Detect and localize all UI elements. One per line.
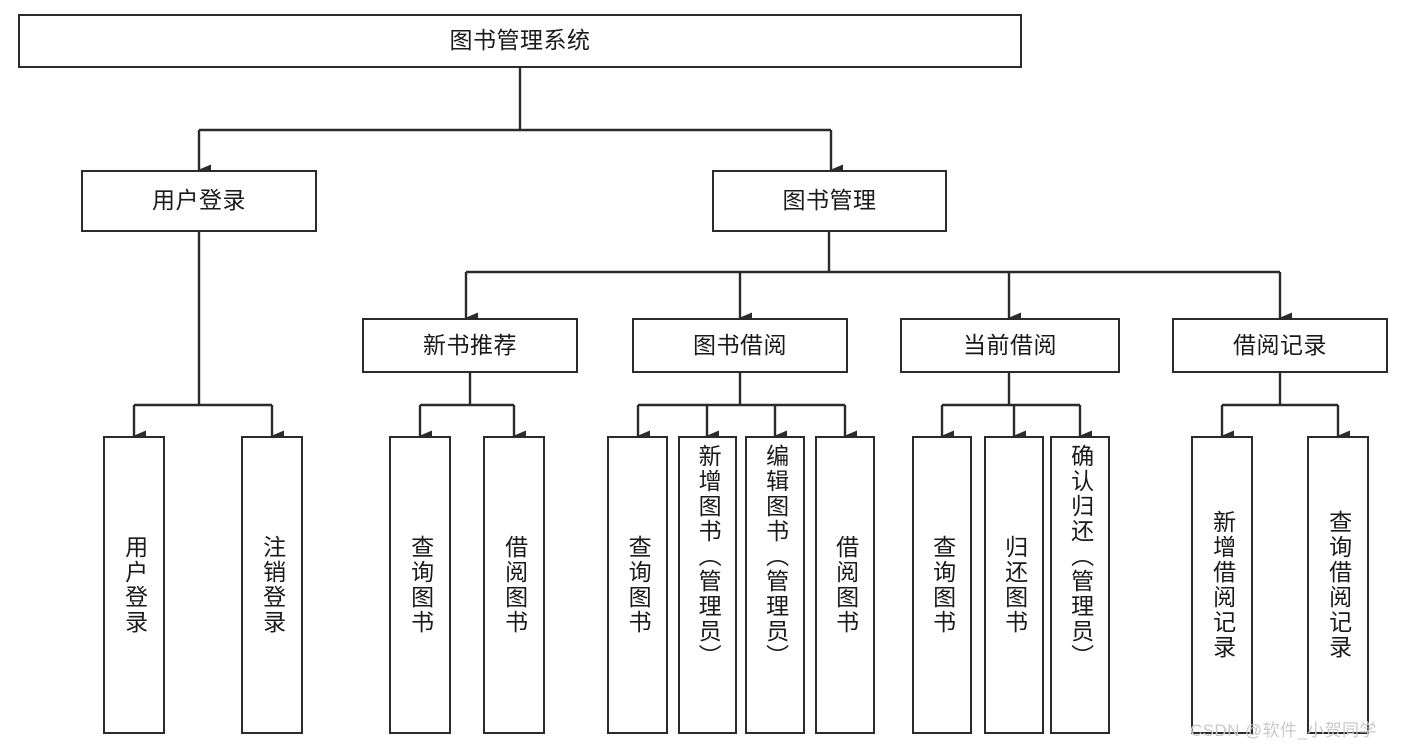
node-borrow-record[interactable]: 借阅记录	[1172, 318, 1388, 373]
node-label: 归还图书	[1001, 535, 1028, 635]
node-label: 借阅记录	[1233, 331, 1327, 358]
node-label: 查询借阅记录	[1325, 510, 1352, 660]
node-label: 当前借阅	[963, 331, 1057, 358]
node-label: 查询图书	[625, 535, 652, 635]
node-leaf-user-logout[interactable]: 注销登录	[241, 436, 303, 734]
node-leaf-edit-book[interactable]: 编辑图书（管理员）	[745, 436, 805, 734]
node-label: 编辑图书（管理员）	[762, 444, 789, 669]
node-label: 查询图书	[929, 535, 956, 635]
node-label: 确认归还（管理员）	[1067, 444, 1094, 669]
node-leaf-return-book[interactable]: 归还图书	[984, 436, 1044, 734]
node-label: 图书借阅	[693, 331, 787, 358]
node-leaf-query-book-3[interactable]: 查询图书	[912, 436, 972, 734]
node-label: 注销登录	[259, 535, 286, 635]
node-user-login[interactable]: 用户登录	[81, 170, 317, 232]
node-label: 查询图书	[407, 535, 434, 635]
node-leaf-borrow-book-2[interactable]: 借阅图书	[815, 436, 875, 734]
node-label: 用户登录	[121, 535, 148, 635]
node-book-borrow[interactable]: 图书借阅	[632, 318, 848, 373]
node-label: 用户登录	[152, 187, 246, 214]
node-leaf-query-book-2[interactable]: 查询图书	[607, 436, 668, 734]
node-new-book-recommend[interactable]: 新书推荐	[362, 318, 578, 373]
node-current-borrow[interactable]: 当前借阅	[900, 318, 1120, 373]
node-book-management[interactable]: 图书管理	[712, 170, 947, 232]
node-leaf-add-book[interactable]: 新增图书（管理员）	[678, 436, 737, 734]
csdn-watermark: CSDN @软件_小贺同学	[1190, 721, 1377, 740]
node-root-system[interactable]: 图书管理系统	[18, 14, 1022, 68]
node-label: 新增图书（管理员）	[695, 444, 722, 669]
node-leaf-user-login[interactable]: 用户登录	[103, 436, 165, 734]
node-label: 图书管理系统	[449, 27, 591, 54]
node-leaf-add-record[interactable]: 新增借阅记录	[1191, 436, 1253, 734]
node-leaf-query-record[interactable]: 查询借阅记录	[1307, 436, 1369, 734]
node-label: 新增借阅记录	[1209, 510, 1236, 660]
node-label: 图书管理	[782, 187, 877, 214]
node-label: 新书推荐	[423, 331, 517, 358]
node-label: 借阅图书	[501, 535, 528, 635]
node-leaf-query-book-1[interactable]: 查询图书	[389, 436, 451, 734]
node-leaf-borrow-book-1[interactable]: 借阅图书	[483, 436, 545, 734]
node-leaf-confirm-return[interactable]: 确认归还（管理员）	[1050, 436, 1110, 734]
node-label: 借阅图书	[832, 535, 859, 635]
